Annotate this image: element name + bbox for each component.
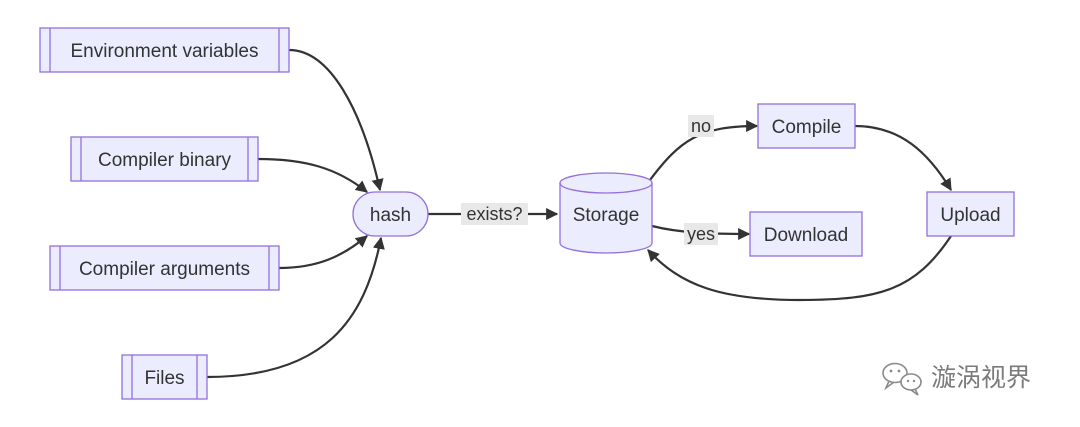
upload-label: Upload xyxy=(940,205,1000,226)
edge-args-to-hash xyxy=(278,235,368,270)
node-storage: Storage xyxy=(559,172,653,254)
compiler-binary-label: Compiler binary xyxy=(98,150,232,171)
edge-env-to-hash xyxy=(288,48,384,192)
compiler-arguments-label: Compiler arguments xyxy=(79,259,250,280)
edge-labels: exists? no yes xyxy=(461,115,718,245)
files-label: Files xyxy=(144,368,184,389)
node-compiler-binary: Compiler binary xyxy=(70,136,259,182)
edge-files-to-hash xyxy=(206,236,385,379)
node-env-vars: Environment variables xyxy=(39,27,290,73)
edge-compile-to-upload xyxy=(854,124,952,192)
hash-label: hash xyxy=(370,205,411,226)
compile-label: Compile xyxy=(772,117,842,138)
no-label: no xyxy=(691,116,711,136)
exists-label-bg xyxy=(461,203,528,225)
edge-storage-to-compile xyxy=(649,119,759,181)
node-download: Download xyxy=(749,211,863,257)
wechat-icon xyxy=(882,362,922,396)
watermark: 漩涡视界 xyxy=(882,362,1031,396)
node-upload: Upload xyxy=(926,191,1015,237)
no-label-bg xyxy=(688,115,714,137)
exists-label: exists? xyxy=(466,204,522,224)
watermark-text: 漩涡视界 xyxy=(931,363,1031,392)
yes-label-bg xyxy=(684,223,718,245)
node-compile: Compile xyxy=(757,103,856,149)
node-compiler-arguments: Compiler arguments xyxy=(49,245,280,291)
node-hash: hash xyxy=(352,191,429,237)
edge-upload-to-storage xyxy=(647,235,952,302)
storage-label: Storage xyxy=(573,205,640,226)
download-label: Download xyxy=(764,225,849,246)
env-vars-label: Environment variables xyxy=(71,41,259,62)
yes-label: yes xyxy=(687,224,715,244)
node-files: Files xyxy=(121,354,208,400)
edge-binary-to-hash xyxy=(257,157,368,193)
